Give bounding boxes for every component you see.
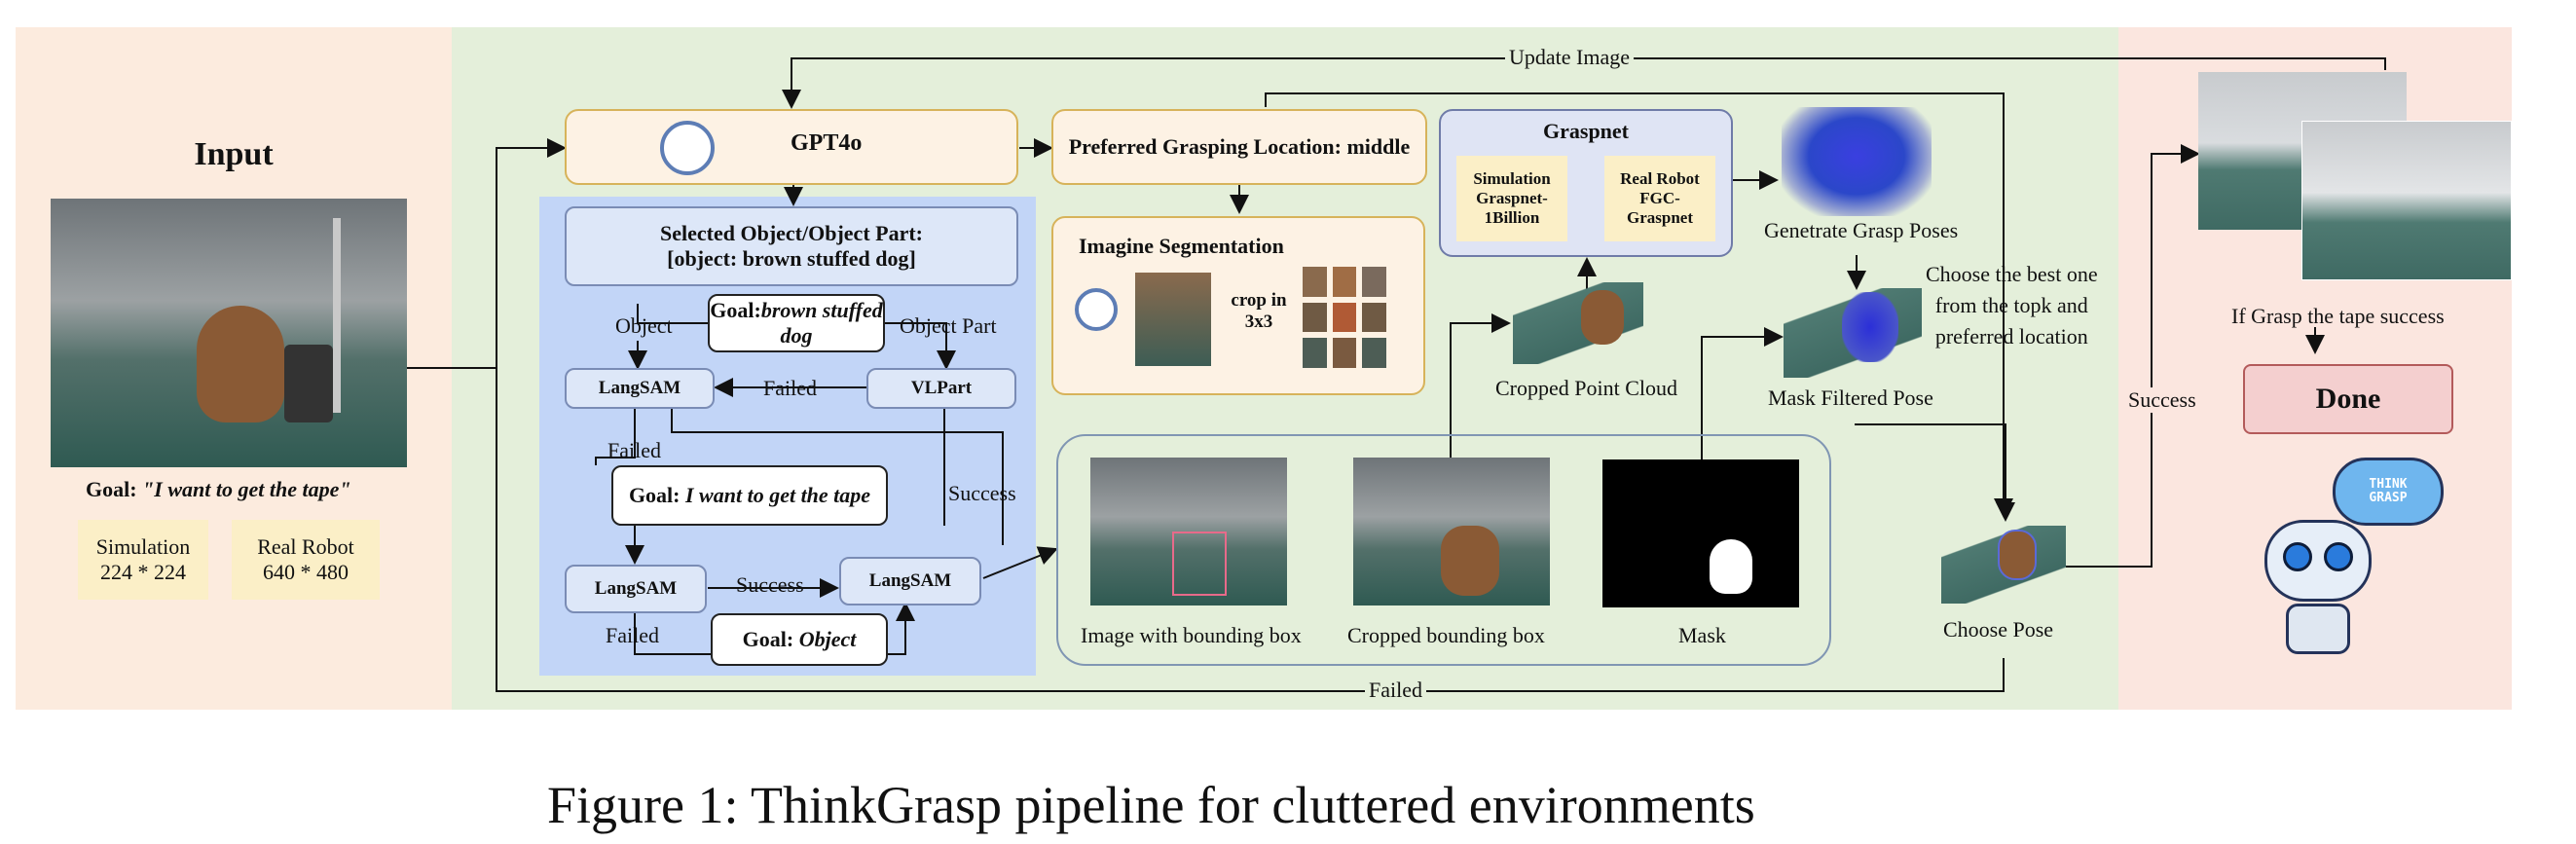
goal-tape-text: I want to get the tape: [685, 483, 871, 507]
crop-cell: [1332, 302, 1357, 333]
stand-shape: [333, 218, 341, 413]
openai-logo-icon: [660, 121, 715, 175]
goal-tape-prefix: Goal:: [628, 483, 685, 507]
goal-object-text: Object: [798, 627, 857, 651]
chosen-pose-shape: [1998, 530, 2037, 580]
gpt4o-label: GPT4o: [791, 130, 863, 156]
sim-resolution-box: Simulation 224 * 224: [78, 520, 208, 600]
edge-label-if-grasp: If Grasp the tape success: [2231, 304, 2445, 328]
sim-res: 224 * 224: [100, 560, 186, 584]
caption-choose-best: Choose the best one from the topk and pr…: [1926, 262, 2098, 349]
mask-filtered-pose-image: [1784, 288, 1922, 378]
imagine-crop-image: [1135, 273, 1211, 366]
goal-object-box: Goal: Object: [711, 613, 888, 666]
point-cloud-dog-shape: [1581, 290, 1624, 345]
caption-cropped-pc: Cropped Point Cloud: [1495, 376, 1678, 400]
mask-silhouette: [1710, 539, 1752, 594]
crop-cell: [1332, 267, 1357, 297]
grasp-poses-image: [1782, 107, 1932, 216]
sim-label: Simulation: [95, 534, 191, 559]
graspnet-real-box: Real Robot FGC- Graspnet: [1604, 156, 1715, 241]
graspnet-sim-box: Simulation Graspnet- 1Billion: [1456, 156, 1567, 241]
done-box: Done: [2243, 364, 2453, 434]
real-label: Real Robot: [257, 534, 354, 559]
figure-caption: Figure 1: ThinkGrasp pipeline for clutte…: [547, 776, 1755, 834]
goal-brown-prefix: Goal:: [710, 298, 761, 322]
input-goal-text: "I want to get the tape": [142, 477, 351, 501]
imagine-segmentation-box: Imagine Segmentation crop in 3x3: [1051, 216, 1425, 395]
caption-mask: Mask: [1678, 623, 1726, 647]
crop-cell: [1303, 338, 1327, 368]
cropped-bbox-image: [1353, 458, 1550, 605]
crop-cell: [1362, 338, 1386, 368]
robot-right-eye: [2324, 542, 2353, 571]
image-with-bbox: [1090, 458, 1287, 605]
caption-choose-pose: Choose Pose: [1943, 617, 2054, 642]
selected-line1: Selected Object/Object Part:: [660, 221, 923, 245]
edge-label-failed-lower: Failed: [606, 623, 659, 647]
edge-label-object-part: Object Part: [900, 313, 997, 338]
openai-logo-icon-small: [1075, 288, 1118, 331]
crop-cell: [1362, 302, 1386, 333]
langsam-box-top: LangSAM: [565, 368, 715, 409]
caption-generate: Genetrate Grasp Poses: [1764, 218, 1959, 242]
input-scene-image: [51, 199, 407, 467]
bbox-rect: [1172, 532, 1227, 596]
input-goal: Goal: "I want to get the tape": [86, 477, 351, 502]
edge-label-failed-langsam: Failed: [607, 438, 661, 462]
edge-label-success-output: Success: [2124, 387, 2200, 413]
edge-label-update-image: Update Image: [1505, 45, 1634, 70]
crop-label: crop in 3x3: [1231, 290, 1287, 332]
preferred-location-box: Preferred Grasping Location: middle: [1051, 109, 1427, 185]
robot-body: [2286, 604, 2350, 654]
stuffed-dog-shape: [197, 306, 284, 422]
goal-object-prefix: Goal:: [742, 627, 799, 651]
edge-label-object: Object: [615, 313, 673, 338]
output-image-front: [2301, 121, 2512, 280]
goal-brown-stuffed-dog: Goal:brown stuffed dog: [708, 294, 885, 352]
filtered-grasp-shape: [1842, 292, 1898, 362]
edge-label-success-mid: Success: [736, 572, 804, 597]
robot-head: [2264, 520, 2372, 602]
vlpart-box: VLPart: [866, 368, 1016, 409]
mask-image: [1602, 459, 1799, 607]
crop-cell: [1362, 267, 1386, 297]
imagine-title: Imagine Segmentation: [1079, 234, 1284, 258]
selected-object-box: Selected Object/Object Part: [object: br…: [565, 206, 1018, 286]
thought-bubble-badge: THINK GRASP: [2333, 458, 2444, 526]
caption-mask-filtered: Mask Filtered Pose: [1768, 385, 1933, 410]
cropped-dog-shape: [1441, 526, 1499, 596]
real-resolution-box: Real Robot 640 * 480: [232, 520, 380, 600]
cropped-point-cloud-image: [1513, 282, 1643, 364]
langsam-box-right: LangSAM: [839, 557, 981, 605]
thinkgrasp-robot-mascot: THINK GRASP: [2251, 458, 2481, 658]
langsam-box-lower: LangSAM: [565, 565, 707, 613]
choose-pose-image: [1941, 526, 2066, 604]
input-goal-prefix: Goal:: [86, 477, 143, 501]
real-res: 640 * 480: [263, 560, 349, 584]
edge-label-success-right: Success: [948, 481, 1016, 505]
graspnet-title: Graspnet: [1543, 119, 1629, 143]
edge-label-failed-vlpart: Failed: [763, 376, 817, 400]
gpt4o-box: GPT4o: [565, 109, 1018, 185]
crop-cell: [1303, 302, 1327, 333]
caption-cropped-bbox: Cropped bounding box: [1347, 623, 1545, 647]
crop-cell: [1303, 267, 1327, 297]
goal-brown-text: brown stuffed dog: [760, 298, 883, 348]
caption-image-bbox: Image with bounding box: [1081, 623, 1302, 647]
goal-tape-box: Goal: I want to get the tape: [611, 465, 888, 526]
graspnet-box: Graspnet Simulation Graspnet- 1Billion R…: [1439, 109, 1733, 257]
crop-cell: [1332, 338, 1357, 368]
robot-left-eye: [2283, 542, 2312, 571]
input-title: Input: [194, 136, 274, 172]
mug-shape: [284, 345, 333, 422]
bounding-box-panel: [1056, 434, 1831, 666]
crop-grid-3x3: [1303, 267, 1386, 368]
edge-label-failed-bottom: Failed: [1365, 678, 1426, 703]
selected-line2: [object: brown stuffed dog]: [667, 246, 916, 271]
